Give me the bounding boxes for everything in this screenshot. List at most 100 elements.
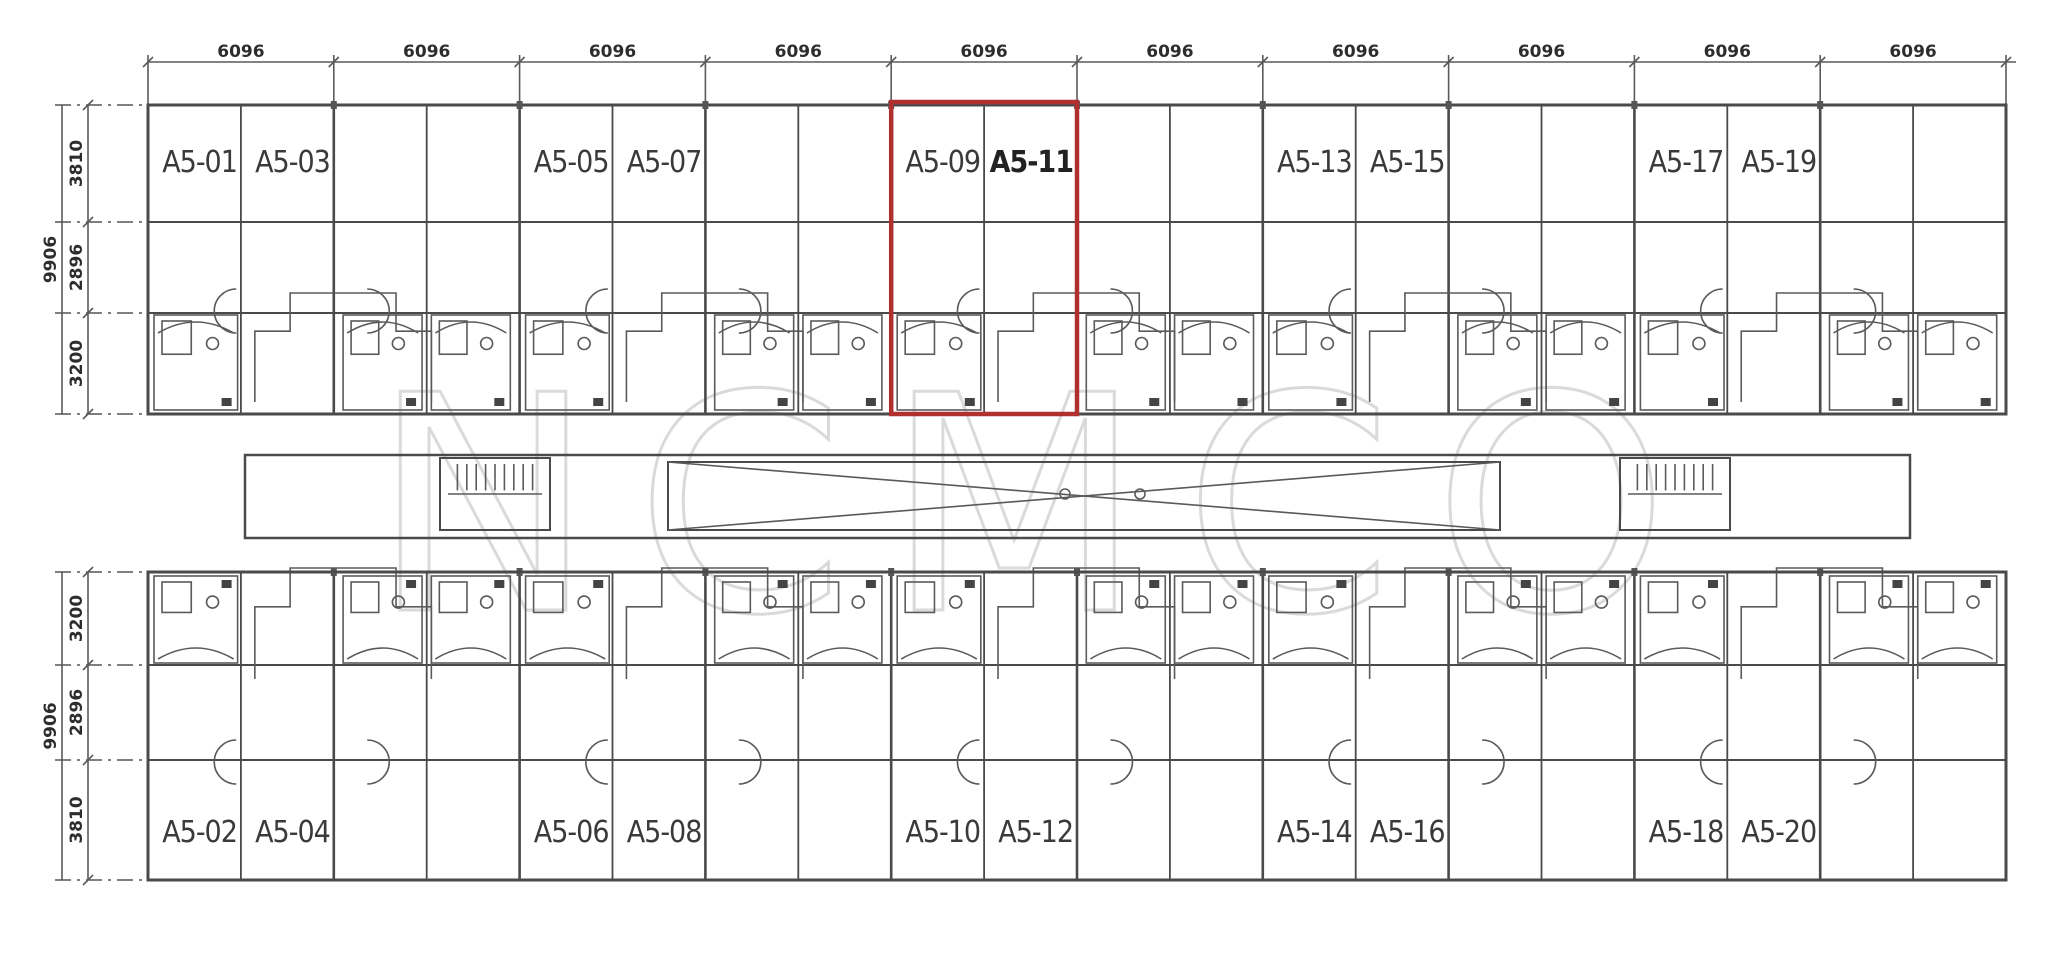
kitchen-bay xyxy=(254,567,433,679)
bathroom-fixture-toilet xyxy=(1276,320,1307,356)
bottom-left-dimension-row-label: 3810 xyxy=(67,796,87,843)
top-dimension-label: 6096 xyxy=(775,42,822,62)
bathroom-fixture xyxy=(1457,314,1538,411)
unit-label-top: A5-05 xyxy=(534,145,609,180)
top-left-dimension-tick-mark xyxy=(82,307,94,319)
bathroom-fixture-drain xyxy=(406,580,417,588)
kitchen-bay xyxy=(625,292,804,402)
door-arc xyxy=(1328,739,1352,785)
bathroom-fixture xyxy=(1545,314,1626,411)
door-arc xyxy=(1853,288,1877,334)
bathroom-fixture xyxy=(524,314,611,411)
bathroom-fixture-toilet xyxy=(810,581,840,614)
bathroom-fixture-sink xyxy=(391,595,406,609)
bathroom-fixture-drain xyxy=(1708,580,1719,588)
bathroom-fixture-sink xyxy=(1966,595,1980,609)
bathroom-fixture-toilet xyxy=(1924,320,1955,356)
top-block-column-marker xyxy=(516,101,523,109)
bathroom-fixture xyxy=(802,575,883,664)
bathroom-fixture-basin xyxy=(900,647,978,660)
bathroom-fixture-toilet xyxy=(438,320,468,356)
bathroom-fixture-toilet xyxy=(904,320,936,356)
bathroom-fixture-basin xyxy=(1643,321,1721,334)
bathroom-fixture-drain xyxy=(1520,398,1531,406)
dimension-tick-mark xyxy=(885,56,897,68)
bathroom-fixture-basin xyxy=(1549,321,1622,334)
bathroom-fixture-sink xyxy=(1223,336,1237,351)
bathroom-fixture-toilet xyxy=(1276,581,1307,614)
bathroom-fixture-basin xyxy=(718,647,791,660)
dimension-tick-mark xyxy=(142,56,154,68)
bathroom-fixture xyxy=(1268,314,1354,411)
bathroom-fixture-basin xyxy=(529,321,606,334)
bathroom-fixture xyxy=(1639,314,1725,411)
door-arc xyxy=(738,288,762,334)
bathroom-fixture-basin xyxy=(1549,647,1622,660)
watermark-text: NCMCO xyxy=(371,332,1709,681)
kitchen-bay xyxy=(1368,567,1547,679)
dimension-tick-mark xyxy=(1628,56,1640,68)
bathroom-fixture-sink xyxy=(1506,595,1520,609)
top-block-column-marker xyxy=(330,101,337,109)
kitchen-bay xyxy=(625,567,804,679)
bathroom-fixture-toilet xyxy=(1836,320,1866,356)
bathroom-fixture-sink xyxy=(763,595,777,609)
bathroom-fixture-sink xyxy=(1692,336,1706,351)
bathroom-fixture xyxy=(1457,575,1538,664)
door-arc xyxy=(1699,288,1723,334)
door-arc xyxy=(1110,739,1134,785)
bathroom-fixture xyxy=(153,575,239,664)
bathroom-fixture-sink xyxy=(1320,595,1335,609)
bathroom-fixture-sink xyxy=(577,595,591,609)
unit-label-bottom: A5-04 xyxy=(255,815,330,850)
unit-label-bottom: A5-12 xyxy=(998,815,1073,850)
bathroom-fixture xyxy=(524,575,611,664)
bathroom-fixture-drain xyxy=(964,398,975,406)
bathroom-fixture xyxy=(1268,575,1354,664)
bathroom-fixture-drain xyxy=(1149,580,1160,588)
top-dimension-label: 6096 xyxy=(589,42,636,62)
top-dimension-label: 6096 xyxy=(960,42,1007,62)
bathroom-fixture-drain xyxy=(1237,398,1248,406)
bathroom-fixture-toilet xyxy=(532,320,564,356)
bathroom-fixture-drain xyxy=(221,398,232,406)
bathroom-fixture-basin xyxy=(157,321,235,334)
right-staircase xyxy=(1619,457,1731,531)
corridor-outline xyxy=(243,453,1912,540)
bathroom-fixture-drain xyxy=(593,580,604,588)
unit-label-bottom: A5-06 xyxy=(534,815,609,850)
bathroom-fixture-sink xyxy=(1594,595,1609,609)
bathroom-fixture-sink xyxy=(1692,595,1706,609)
bathroom-fixture-sink xyxy=(851,595,866,609)
void-cross-line xyxy=(667,461,1501,531)
top-dimension-label: 6096 xyxy=(217,42,264,62)
bathroom-fixture-drain xyxy=(865,398,876,406)
bottom-left-dimension-total-label: 9906 xyxy=(41,702,61,749)
bathroom-fixture-sink xyxy=(948,595,963,609)
door-arc xyxy=(956,739,980,785)
kitchen-bay xyxy=(997,567,1176,679)
unit-label-top: A5-17 xyxy=(1649,145,1724,180)
bathroom-fixture-basin xyxy=(806,647,879,660)
bathroom-fixture-sink xyxy=(205,336,220,351)
void-marker xyxy=(1059,488,1071,500)
bathroom-fixture-drain xyxy=(1609,580,1620,588)
bathroom-fixture xyxy=(1085,575,1167,664)
bathroom-fixture xyxy=(1828,314,1910,411)
top-left-dimension-tick-mark xyxy=(82,216,94,228)
selected-unit-highlight xyxy=(888,99,1080,417)
central-void xyxy=(667,461,1501,531)
bathroom-fixture-toilet xyxy=(721,320,752,356)
door-arc xyxy=(738,739,762,785)
bathroom-fixture xyxy=(713,314,795,411)
watermark: NCMCO xyxy=(369,331,1709,683)
bathroom-fixture-drain xyxy=(1892,398,1903,406)
room-fixtures xyxy=(153,288,1998,785)
kitchen-bay xyxy=(254,292,433,402)
unit-label-top: A5-07 xyxy=(627,145,702,180)
door-arc xyxy=(1110,288,1134,334)
bathroom-fixture-basin xyxy=(434,321,507,334)
bathroom-fixture xyxy=(1545,575,1626,664)
